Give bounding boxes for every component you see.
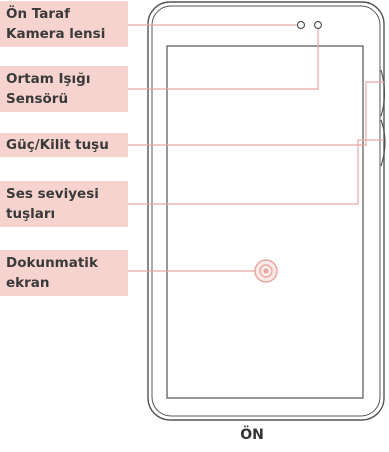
label-front-camera-line2: Kamera lensi [6, 26, 106, 42]
leader-light-sensor [128, 29, 319, 90]
touch-point-icon-middle [259, 264, 273, 278]
leader-power [128, 81, 384, 146]
touch-point-icon-inner [263, 268, 269, 274]
label-light-sensor: Ortam Işığı Sensörü [0, 66, 128, 112]
camera-icon [296, 20, 306, 30]
device-outer-shell [147, 1, 385, 421]
touchscreen-area [166, 45, 364, 399]
volume-keys [380, 119, 386, 167]
label-front-camera-line1: Ön Taraf [6, 6, 71, 22]
label-light-sensor-line2: Sensörü [6, 91, 69, 107]
label-power-lock-line1: Güç/Kilit tuşu [6, 137, 109, 153]
label-front-camera: Ön Taraf Kamera lensi [0, 1, 128, 47]
label-volume-keys-line2: tuşları [6, 206, 56, 222]
sensor-icon [313, 20, 323, 30]
label-power-lock: Güç/Kilit tuşu [0, 133, 128, 157]
label-volume-keys-line1: Ses seviyesi [6, 186, 99, 202]
label-touchscreen: Dokunmatik ekran [0, 250, 128, 296]
view-caption: ÖN [240, 427, 264, 443]
label-touchscreen-line2: ekran [6, 275, 50, 291]
label-volume-keys: Ses seviyesi tuşları [0, 181, 128, 227]
label-touchscreen-line1: Dokunmatik [6, 255, 98, 271]
power-lock-key [380, 69, 386, 117]
device-inner-shell [151, 5, 381, 417]
leader-volume [128, 139, 384, 205]
label-light-sensor-line1: Ortam Işığı [6, 71, 91, 87]
